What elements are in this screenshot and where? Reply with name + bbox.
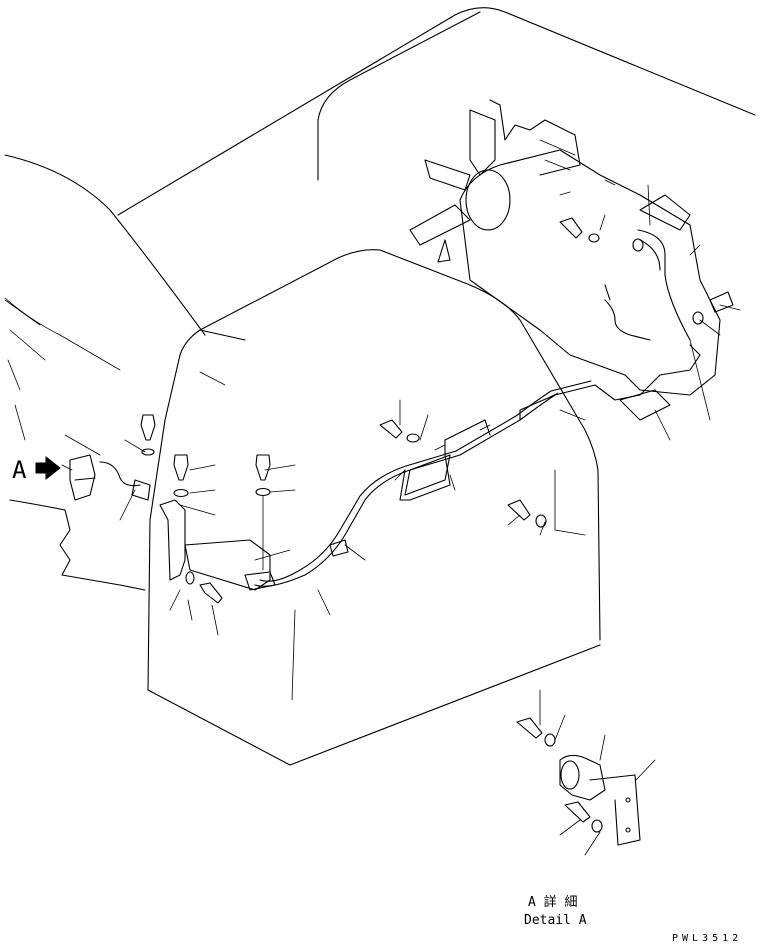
rear-hood-outline: [117, 7, 756, 216]
fasteners: [140, 217, 734, 604]
engine-assembly: [409, 99, 721, 396]
detail-caption-japanese: A 詳 細: [528, 894, 577, 910]
wiring-harness: [254, 229, 701, 587]
view-marker-label: A: [12, 456, 27, 484]
detail-caption-english: Detail A: [524, 913, 587, 928]
leader-lines: [61, 184, 741, 856]
view-marker-a: A: [12, 455, 61, 484]
drawing-number: PWL3512: [672, 933, 742, 944]
detail-a-assembly: [516, 717, 641, 846]
left-bracket-assembly: [69, 454, 276, 591]
cab-body: [147, 249, 601, 766]
left-body-outline: [4, 154, 206, 591]
view-arrow-icon: [35, 455, 61, 481]
